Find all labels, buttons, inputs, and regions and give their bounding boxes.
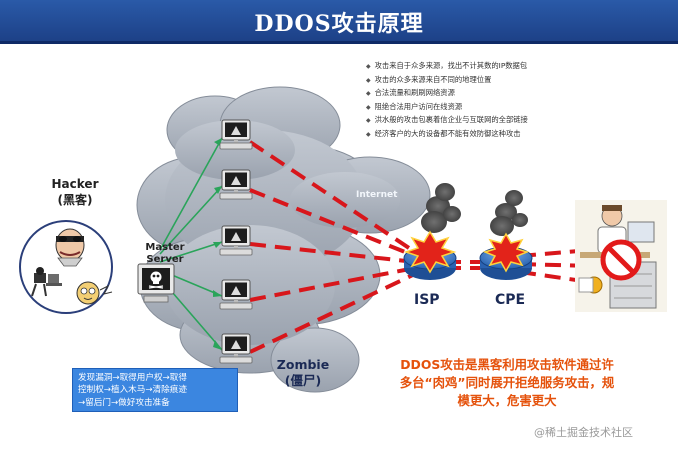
blocked-sign-icon xyxy=(600,239,642,281)
steps-line: 控制权→植入木马→清除痕迹 xyxy=(78,385,187,396)
note-item: 攻击来自于众多来源，找出不计其数的IP数据包 xyxy=(366,60,666,74)
master-server xyxy=(137,263,175,303)
hacker-label-line1: Hacker xyxy=(51,177,99,191)
hacker-label-line2: (黑客) xyxy=(57,193,93,207)
hacker-label: Hacker (黑客) xyxy=(40,176,110,208)
note-item: 洪水般的攻击包裹着信企业与互联网的全部链接 xyxy=(366,114,666,128)
zombie-label: Zombie (僵尸) xyxy=(268,357,338,389)
master-label-line2: Server xyxy=(146,254,184,265)
explosion-icon xyxy=(482,232,530,273)
note-item: 攻击的众多来源来自不同的地理位置 xyxy=(366,74,666,88)
internet-label: Internet xyxy=(356,190,398,200)
zombie-label-line1: Zombie xyxy=(276,357,330,372)
description-line: DDOS攻击是黑客利用攻击软件通过许 xyxy=(400,357,614,372)
steps-line: →留后门→做好攻击准备 xyxy=(78,397,170,408)
master-label-line1: Master xyxy=(145,242,185,253)
slide-title: DDOS攻击原理 xyxy=(254,11,424,37)
description-line: 多台“肉鸡”同时展开拒绝服务攻击，规 xyxy=(399,375,615,390)
note-item: 合法流量和刷刷网络资源 xyxy=(366,87,666,101)
attack-characteristics-list: 攻击来自于众多来源，找出不计其数的IP数据包 攻击的众多来源来自不同的地理位置 … xyxy=(366,60,666,142)
computer-icon xyxy=(219,225,253,256)
description-line: 模更大，危害更大 xyxy=(457,393,557,408)
note-item: 经济客户的大的设备都不能有效防御这种攻击 xyxy=(366,128,666,142)
cpe-label: CPE xyxy=(495,292,526,308)
office-worker-icon xyxy=(575,200,667,312)
computer-icon xyxy=(219,119,253,150)
attack-steps-box: 发现漏洞→取得用户权→取得 控制权→植入木马→清除痕迹 →留后门→做好攻击准备 xyxy=(72,368,238,412)
steps-line: 发现漏洞→取得用户权→取得 xyxy=(78,373,187,383)
watermark: @稀土掘金技术社区 xyxy=(534,426,633,439)
computer-icon xyxy=(219,169,253,200)
zombie-label-line2: (僵尸) xyxy=(284,373,322,388)
network-diagram xyxy=(19,86,667,393)
explosion-icon xyxy=(403,230,457,274)
skull-icon xyxy=(148,271,164,289)
attack-lines xyxy=(248,140,591,354)
hacker-portrait-icon xyxy=(19,220,113,314)
computer-icon xyxy=(219,333,253,364)
note-item: 阻绝合法用户访问在线资源 xyxy=(366,101,666,115)
title-bar: DDOS攻击原理 xyxy=(0,0,678,44)
ddos-description: DDOS攻击是黑客利用攻击软件通过许 多台“肉鸡”同时展开拒绝服务攻击，规 模更… xyxy=(372,356,642,410)
computer-icon xyxy=(219,279,253,310)
isp-label: ISP xyxy=(414,292,440,308)
master-server-label: Master Server xyxy=(135,242,195,266)
smoke-icon xyxy=(421,183,528,236)
